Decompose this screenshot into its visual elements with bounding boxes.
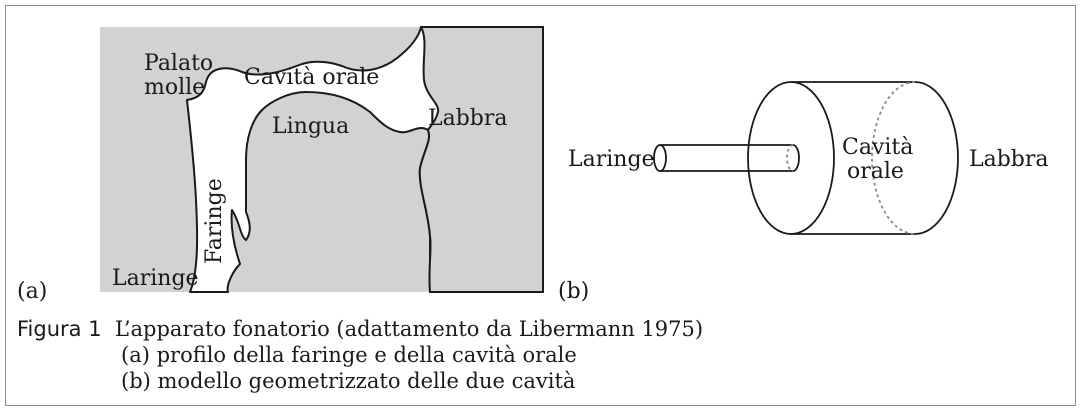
label-cavita: Cavità <box>842 135 913 160</box>
label-cavita-orale: Cavità orale <box>244 65 379 90</box>
label-laringe-a: Laringe <box>112 266 199 291</box>
label-molle: molle <box>144 75 205 100</box>
caption-title-line: Figura 1 L’apparato fonatorio (adattamen… <box>17 319 703 340</box>
panel-a-tag: (a) <box>17 279 47 304</box>
lips-tissue <box>418 26 544 293</box>
panel-a: Palato molle Cavità orale Lingua Labbra … <box>17 26 544 304</box>
label-labbra-b: Labbra <box>969 147 1049 172</box>
label-palato: Palato <box>144 51 213 76</box>
panel-b <box>653 81 959 235</box>
caption-title: L’apparato fonatorio (adattamento da Lib… <box>114 317 704 341</box>
caption-line-a: (a) profilo della faringe e della cavità… <box>121 343 577 367</box>
large-cylinder-front-face <box>747 81 835 235</box>
label-lingua: Lingua <box>272 114 349 139</box>
label-labbra-a: Labbra <box>428 106 508 131</box>
panel-b-tag: (b) <box>558 279 589 304</box>
caption-tag: Figura 1 <box>17 317 102 341</box>
small-tube-right-end-hidden <box>786 144 794 172</box>
small-tube-right-end-visible <box>792 144 800 172</box>
large-cylinder-back-face-hidden <box>871 81 916 235</box>
label-faringe: Faringe <box>202 178 227 264</box>
caption-line-b: (b) modello geometrizzato delle due cavi… <box>121 369 576 393</box>
label-laringe-b: Laringe <box>568 147 655 172</box>
large-cylinder-back-face-visible <box>914 81 959 235</box>
small-tube-left-end <box>653 144 667 172</box>
label-orale: orale <box>847 159 904 184</box>
